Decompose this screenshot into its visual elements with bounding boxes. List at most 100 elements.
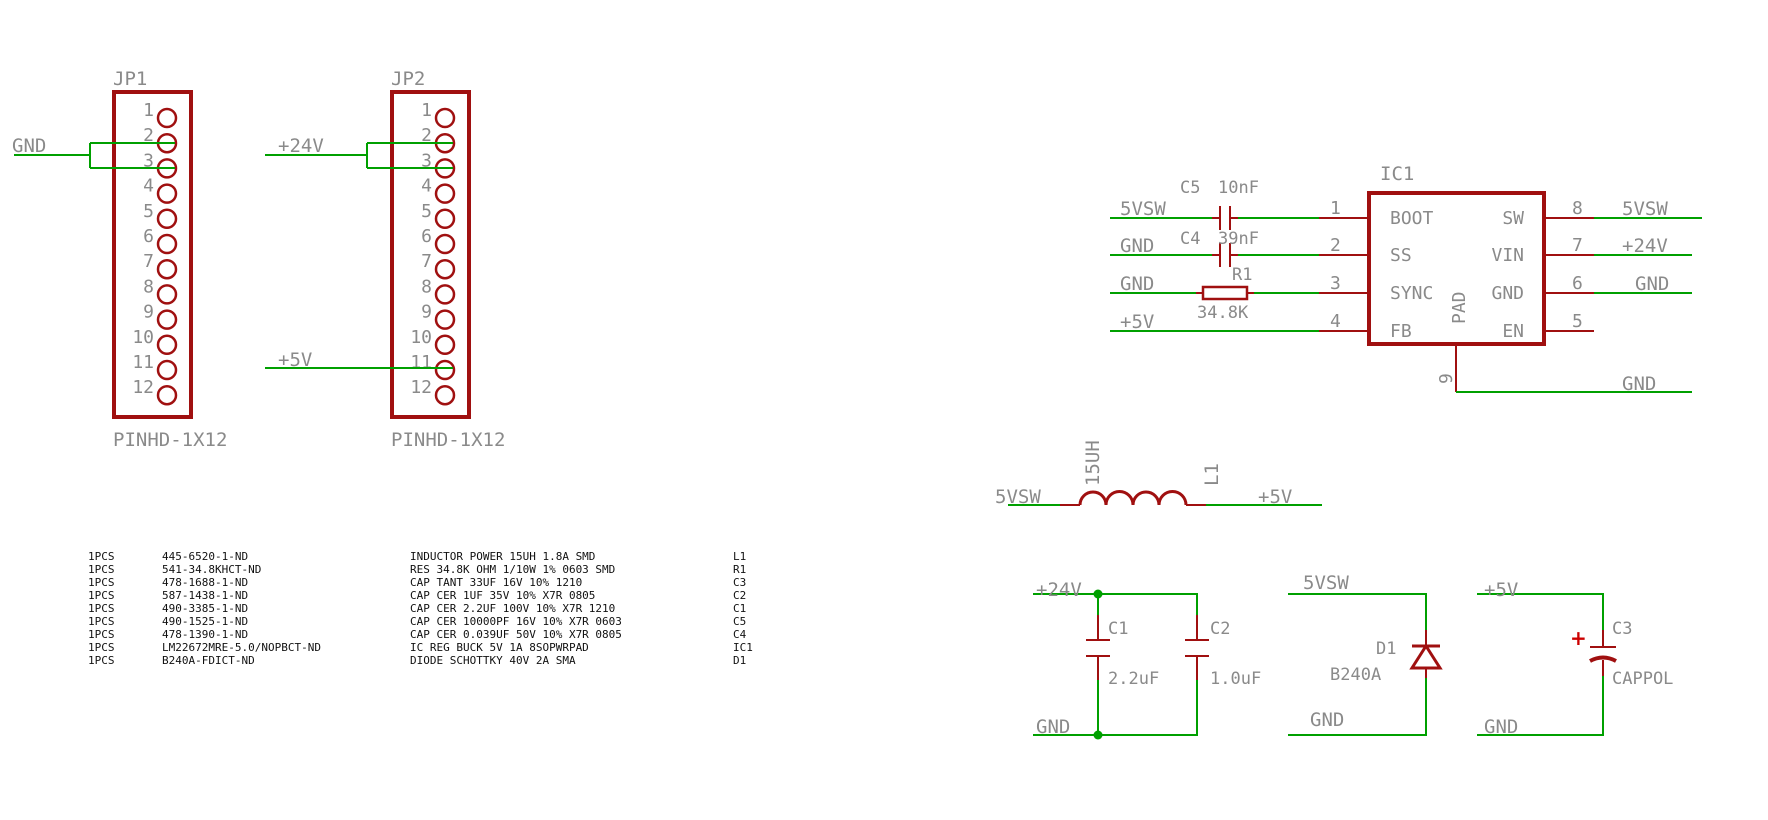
- jp2-pin-5-pad: [434, 208, 456, 230]
- jp1-pin-8-label: 8: [143, 276, 154, 297]
- jp1-value: PINHD-1X12: [113, 429, 227, 451]
- bom-desc: CAP CER 0.039UF 50V 10% X7R 0805: [410, 628, 622, 641]
- jp2-pin-7-label: 7: [421, 251, 432, 272]
- bom-pn: 478-1688-1-ND: [162, 576, 248, 589]
- jp2-pin-4-label: 4: [421, 176, 432, 197]
- bom-desc: RES 34.8K OHM 1/10W 1% 0603 SMD: [410, 563, 615, 576]
- ic1-net-pad: GND: [1622, 373, 1656, 395]
- ic1-left-pin-lines: [1319, 217, 1369, 332]
- jp2-pin-7-pad: [434, 258, 456, 280]
- bom-ref: C5: [733, 615, 746, 628]
- d1-symbol: [1409, 643, 1443, 670]
- d1-wires: [1288, 593, 1427, 736]
- jp2-pin-6-pad: [434, 233, 456, 255]
- jp1-pin-3-label: 3: [143, 150, 154, 171]
- input-caps-wires: [1033, 593, 1198, 736]
- d1-name: D1: [1376, 639, 1396, 659]
- ic1-pin-num-5: 5: [1572, 311, 1583, 332]
- bom-qty: 1PCS: [88, 550, 115, 563]
- ic1-pin-num-4: 4: [1330, 311, 1341, 332]
- jp2-pin-11-label: 11: [410, 352, 432, 373]
- bom-pn: 541-34.8KHCT-ND: [162, 563, 261, 576]
- ic1-pin-num-1: 1: [1330, 198, 1341, 219]
- bom-qty: 1PCS: [88, 654, 115, 667]
- jp2-body: [390, 90, 471, 419]
- jp1-pin-6-label: 6: [143, 226, 154, 247]
- jp2-pin-8-label: 8: [421, 276, 432, 297]
- bom-ref: R1: [733, 563, 746, 576]
- bom-pn: 445-6520-1-ND: [162, 550, 248, 563]
- bom-qty: 1PCS: [88, 628, 115, 641]
- jp2-pin-5-label: 5: [421, 201, 432, 222]
- junction-24v: [1093, 589, 1103, 599]
- jp1-pin-10-pad: [156, 334, 178, 356]
- jp1-pin-8-pad: [156, 284, 178, 305]
- c3-plate-bottom: [1589, 655, 1617, 663]
- jp2-pin-3-label: 3: [421, 150, 432, 171]
- bom-qty: 1PCS: [88, 615, 115, 628]
- input-net-24v: +24V: [1036, 579, 1082, 601]
- jp1-pin-12-pad: [156, 384, 178, 406]
- junction-gnd: [1093, 730, 1103, 740]
- jp1-pin-11-label: 11: [132, 352, 154, 373]
- jp2-pin-2-label: 2: [421, 125, 432, 146]
- bom-ref: IC1: [733, 641, 753, 654]
- jp2-pin-12-label: 12: [410, 377, 432, 398]
- c2-name: C2: [1210, 619, 1230, 639]
- jp1-pin-1-pad: [156, 107, 178, 129]
- c5-symbol: C5 10nF: [1180, 178, 1259, 230]
- d1-net-bottom: GND: [1310, 709, 1344, 731]
- bom-qty: 1PCS: [88, 589, 115, 602]
- jp1-pin-9-label: 9: [143, 302, 154, 323]
- bom-ref: C3: [733, 576, 746, 589]
- bom-desc: CAP CER 1UF 35V 10% X7R 0805: [410, 589, 595, 602]
- bom-qty: 1PCS: [88, 602, 115, 615]
- c4-name: C4: [1180, 229, 1200, 249]
- c4-value: 39nF: [1218, 229, 1259, 249]
- c3-wires: [1477, 593, 1604, 736]
- input-net-gnd: GND: [1036, 716, 1070, 738]
- c3-value: CAPPOL: [1612, 669, 1673, 689]
- ic1-right-pin-lines: [1544, 217, 1594, 332]
- c3-net-bottom: GND: [1484, 716, 1518, 738]
- bom-ref: L1: [733, 550, 746, 563]
- c3-net-top: +5V: [1484, 579, 1518, 601]
- jp2-pin-9-pad: [434, 309, 456, 330]
- bom-desc: IC REG BUCK 5V 1A 8SOPWRPAD: [410, 641, 589, 654]
- ic1-pin-name-ss: SS: [1390, 245, 1412, 266]
- c5-name: C5: [1180, 178, 1200, 198]
- ic1-net-right-8: 5VSW: [1622, 198, 1668, 220]
- ic1-pin-num-6: 6: [1572, 273, 1583, 294]
- c3-plus: +: [1570, 626, 1587, 650]
- jp1-pin-5-pad: [156, 208, 178, 230]
- ic1-pin-name-en: EN: [1502, 321, 1524, 342]
- jp1-body: [112, 90, 193, 419]
- ic1-net-right-6: GND: [1635, 273, 1669, 295]
- bom-pn: 490-1525-1-ND: [162, 615, 248, 628]
- jp2-value: PINHD-1X12: [391, 429, 505, 451]
- output-cap-c3: + +5V GND C3 CAPPOL: [1477, 579, 1673, 738]
- jp1-net-gnd: GND: [12, 135, 46, 157]
- input-caps: +24V GND C1 2.2uF C2 1.0uF: [1033, 579, 1261, 740]
- jp2-pin-9-label: 9: [421, 302, 432, 323]
- d1-net-top: 5VSW: [1303, 572, 1349, 594]
- bom-desc: DIODE SCHOTTKY 40V 2A SMA: [410, 654, 576, 667]
- bom-desc: CAP CER 10000PF 16V 10% X7R 0603: [410, 615, 622, 628]
- ic1-net-left-2: GND: [1120, 235, 1154, 257]
- jp1-pin-11-pad: [156, 359, 178, 381]
- jp1-pin-7-pad: [156, 258, 178, 280]
- jp1-pin-4-label: 4: [143, 176, 154, 197]
- ic1-pin-num-8: 8: [1572, 198, 1583, 219]
- jp2-pin-1-label: 1: [421, 100, 432, 121]
- jp1-pin-4-pad: [156, 183, 178, 204]
- bom-pn: B240A-FDICT-ND: [162, 654, 255, 667]
- jp2-pin-11-pad: [434, 359, 456, 381]
- r1-symbol: R1 34.8K: [1196, 265, 1254, 323]
- ic1-net-left-3: GND: [1120, 273, 1154, 295]
- c5-value: 10nF: [1218, 178, 1259, 198]
- c1-value: 2.2uF: [1108, 669, 1159, 689]
- ic1-pin-num-3: 3: [1330, 273, 1341, 294]
- r1-value: 34.8K: [1197, 303, 1249, 323]
